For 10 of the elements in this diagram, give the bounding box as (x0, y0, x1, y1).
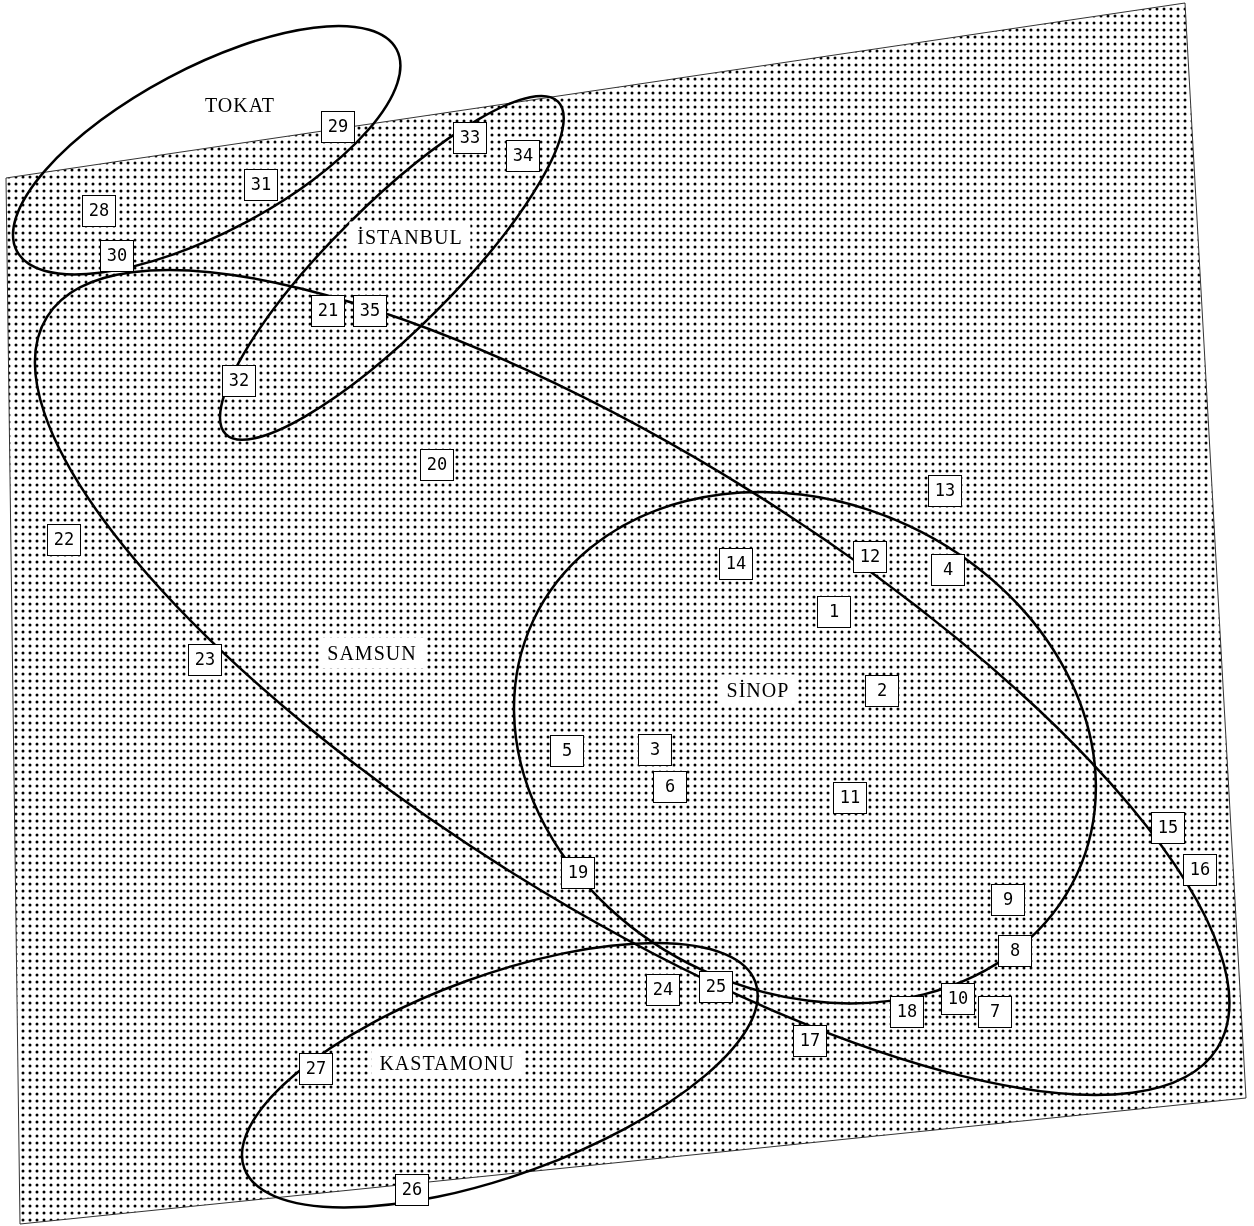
point-number: 15 (1151, 812, 1185, 844)
point-number: 21 (311, 295, 345, 327)
point-number: 17 (793, 1025, 827, 1057)
point-number: 32 (222, 365, 256, 397)
cluster-name: SAMSUN (319, 637, 425, 669)
point-number: 35 (353, 295, 387, 327)
point-number: 13 (928, 475, 962, 507)
cluster-name: SİNOP (718, 674, 798, 706)
point-number: 16 (1183, 854, 1217, 886)
point-number: 22 (47, 524, 81, 556)
